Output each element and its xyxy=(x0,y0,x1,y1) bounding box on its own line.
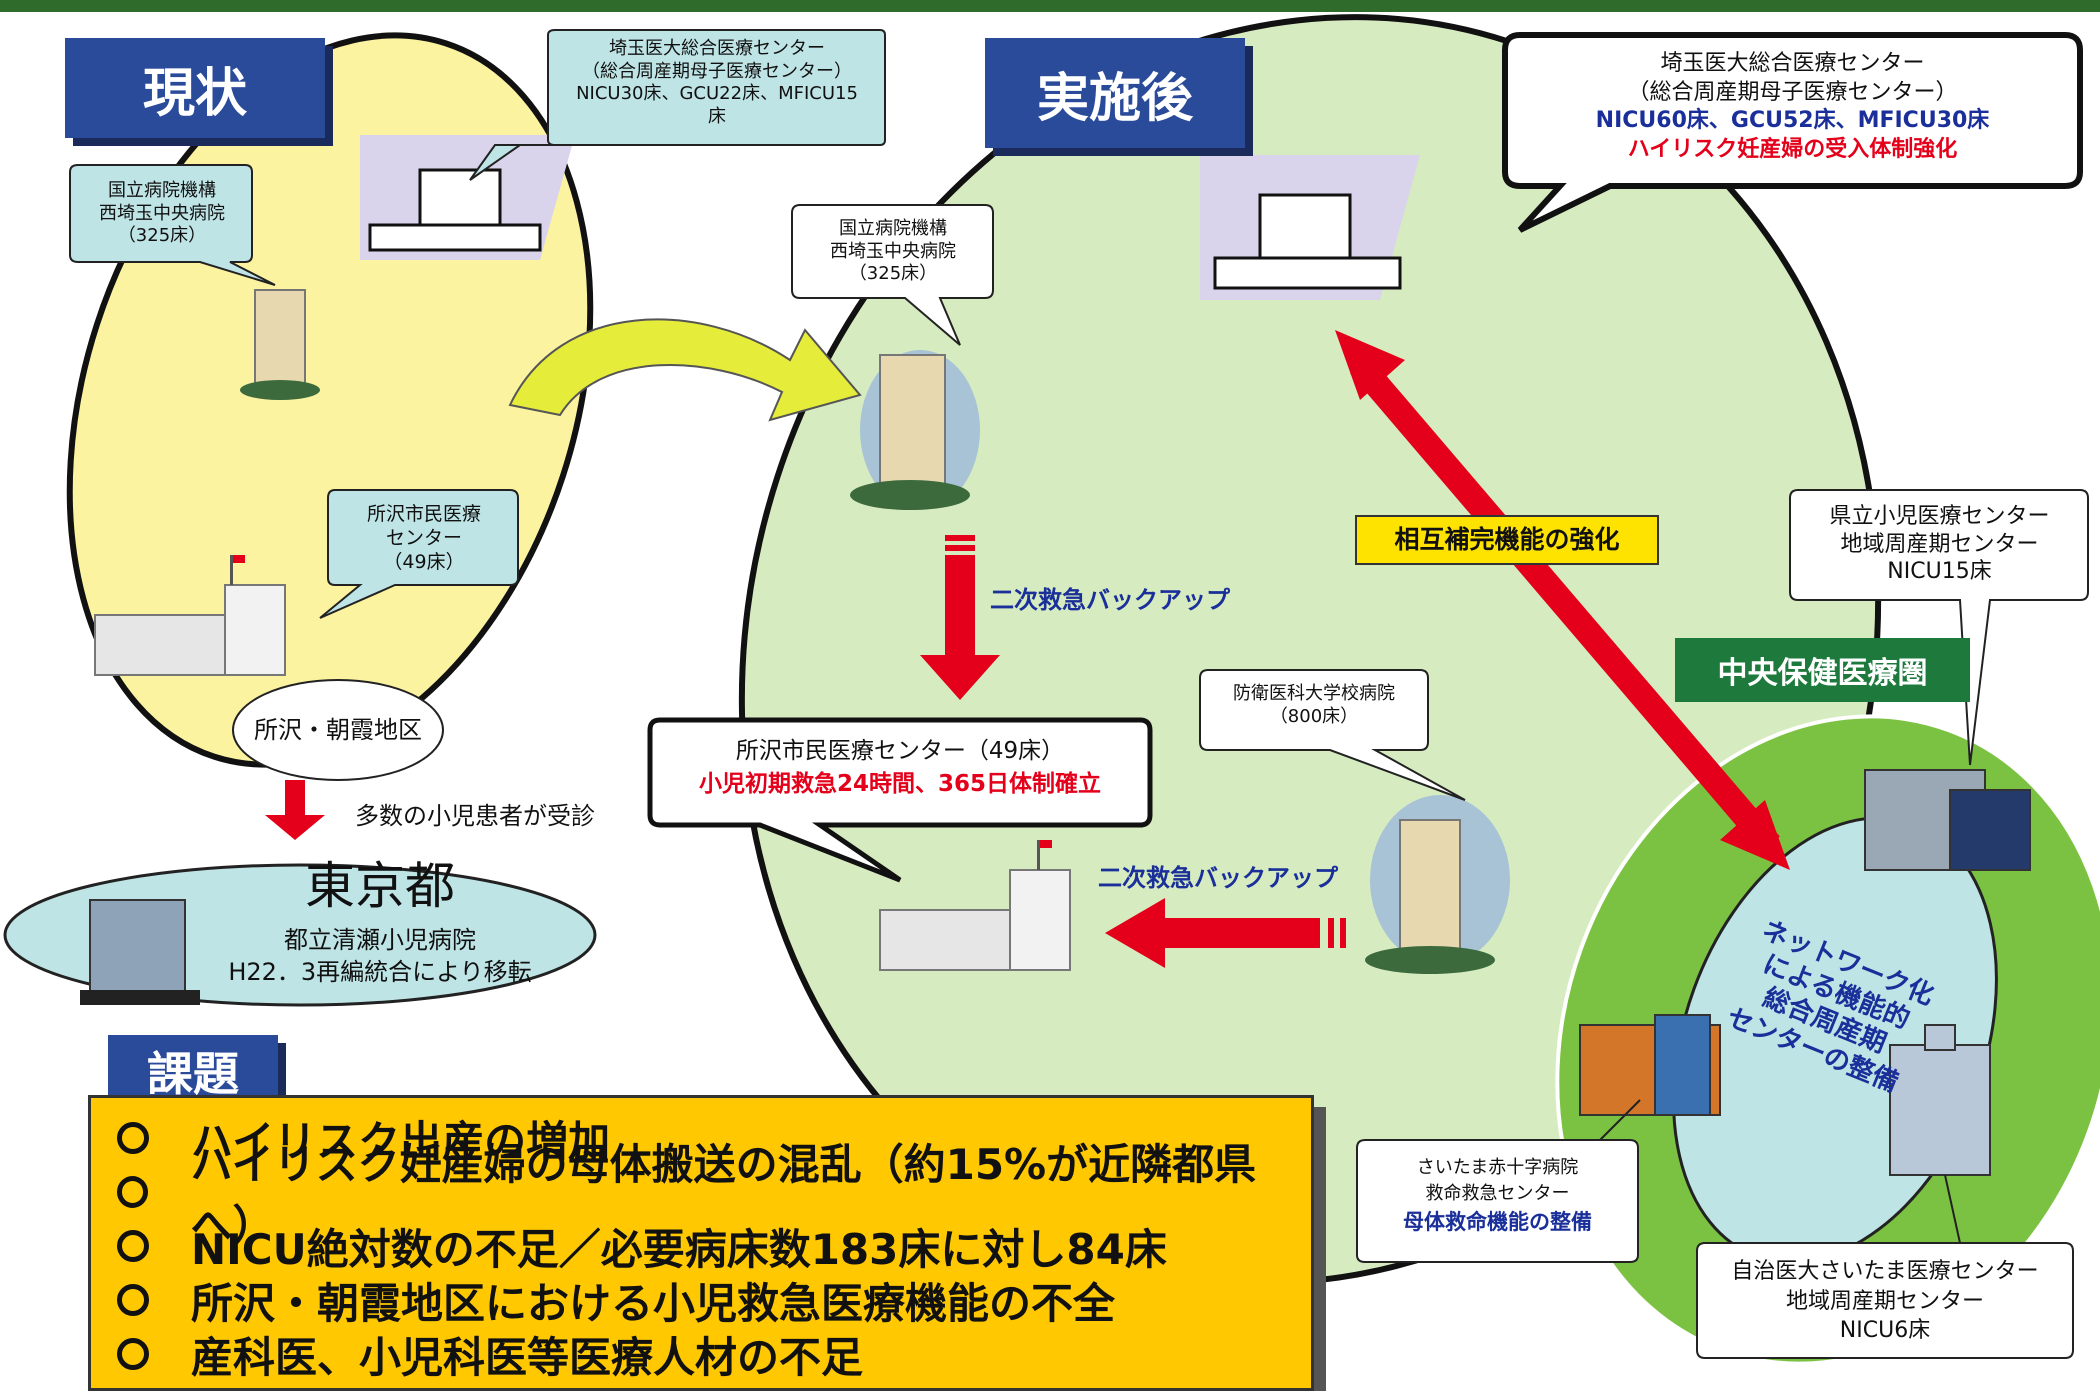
highlight-line: 小児初期救急24時間、365日体制確立 xyxy=(698,771,1102,798)
kadai-item-text: NICU絶対数の不足／必要病床数183床に対し84床 xyxy=(191,1224,1167,1274)
callout-line: 所沢市民医療センター（49床） xyxy=(735,738,1065,764)
kadai-item: 所沢・朝霞地区における小児救急医療機能の不全 xyxy=(91,1273,1311,1328)
sekijuji-building xyxy=(1579,1014,1721,1116)
callout-line: 国立病院機構 xyxy=(108,180,216,201)
kadai-item: ハイリスク出産の増加 xyxy=(91,1111,1311,1166)
genjo-title: 現状 xyxy=(65,38,325,138)
mutual-label: 相互補完機能の強化 xyxy=(1355,515,1659,565)
kenritsu-text: 県立小児医療センター 地域周産期センター NICU15床 xyxy=(1792,503,2087,586)
tokorozawa-building-jisshigo xyxy=(879,840,1071,971)
circle-bullet-icon xyxy=(117,1122,149,1154)
kadai-item-text: 産科医、小児科医等医療人材の不足 xyxy=(191,1332,864,1382)
callout-line: 救命救急センター xyxy=(1425,1183,1570,1205)
mutual-arrow-shaft xyxy=(1350,356,1780,854)
circle-bullet-icon xyxy=(117,1230,149,1262)
kenritsu-building xyxy=(1864,769,2031,871)
circle-bullet-icon xyxy=(117,1284,149,1316)
callout-line: さいたま赤十字病院 xyxy=(1416,1157,1579,1178)
top-rule xyxy=(0,0,2100,12)
patients-note: 多数の小児患者が受診 xyxy=(355,802,595,830)
callout-line: NICU15床 xyxy=(1887,559,1992,584)
highlight-line: ハイリスク妊産婦の受入体制強化 xyxy=(1627,136,1958,162)
kadai-item: NICU絶対数の不足／必要病床数183床に対し84床 xyxy=(91,1219,1311,1274)
tokyo-line1: 都立清瀬小児病院 xyxy=(284,926,476,954)
kadai-item: ハイリスク妊産婦の母体搬送の混乱（約15%が近隣都県へ） xyxy=(91,1140,1311,1250)
callout-line: 国立病院機構 xyxy=(839,218,947,239)
jisshigo-tokorozawa-text: 所沢市民医療センター（49床） 小児初期救急24時間、365日体制確立 xyxy=(655,735,1145,802)
callout-line: 防衛医科大学校病院 xyxy=(1233,683,1395,704)
callout-line: 西埼玉中央病院 xyxy=(830,240,956,262)
patients-to-tokyo-arrow xyxy=(265,780,325,840)
genjo-nishisaitama-text: 国立病院機構 西埼玉中央病院 （325床） xyxy=(72,180,252,248)
jisshigo-saitama-center-text: 埼玉医大総合医療センター （総合周産期母子医療センター） NICU60床、GCU… xyxy=(1510,50,2075,164)
saitama-center-building-jisshigo xyxy=(1200,155,1420,300)
tokorozawa-building-genjo xyxy=(94,555,286,676)
callout-line: （325床） xyxy=(117,225,207,246)
callout-line: 地域周産期センター xyxy=(1785,1288,1984,1314)
callout-line: （800床） xyxy=(1269,705,1359,727)
callout-line: センター xyxy=(385,526,462,549)
kadai-item-text: 所沢・朝霞地区における小児救急医療機能の不全 xyxy=(191,1278,1116,1328)
callout-line: （総合周産期母子医療センター） xyxy=(582,60,852,82)
callout-line: （325床） xyxy=(848,263,938,284)
callout-line: 西埼玉中央病院 xyxy=(99,202,225,224)
boei-tower xyxy=(1365,795,1510,974)
circle-bullet-icon xyxy=(117,1176,149,1208)
callout-line: 地域周産期センター xyxy=(1840,531,2039,557)
boei-text: 防衛医科大学校病院 （800床） xyxy=(1200,683,1428,728)
sekijuji-text: さいたま赤十字病院 救命救急センター 母体救命機能の整備 xyxy=(1360,1155,1635,1238)
backup-label-2: 二次救急バックアップ xyxy=(1098,864,1338,892)
genjo-tokorozawa-text: 所沢市民医療 センター （49床） xyxy=(330,503,518,574)
transition-arrow xyxy=(508,318,862,422)
callout-line: NICU6床 xyxy=(1839,1318,1931,1344)
jichi-text: 自治医大さいたま医療センター 地域周産期センター NICU6床 xyxy=(1700,1257,2070,1346)
saitama-center-building-genjo xyxy=(360,135,575,260)
mutual-arrow-head-down xyxy=(1720,800,1790,870)
nishisaitama-tower-genjo xyxy=(240,289,320,400)
kadai-item: 産科医、小児科医等医療人材の不足 xyxy=(91,1327,1311,1382)
jichi-building xyxy=(1889,1024,1991,1176)
callout-line: NICU30床、GCU22床、MFICU15 xyxy=(576,83,858,104)
callout-line: 埼玉医大総合医療センター xyxy=(609,38,825,59)
callout-line: 自治医大さいたま医療センター xyxy=(1731,1259,2039,1284)
kadai-list: ハイリスク出産の増加 ハイリスク妊産婦の母体搬送の混乱（約15%が近隣都県へ） … xyxy=(88,1095,1314,1391)
callout-line: 埼玉医大総合医療センター xyxy=(1660,51,1925,76)
callout-line: 県立小児医療センター xyxy=(1829,504,2050,529)
bed-count-line: NICU60床、GCU52床、MFICU30床 xyxy=(1595,108,1990,134)
callout-line: 所沢市民医療 xyxy=(366,503,481,525)
kiyose-hospital-building xyxy=(80,899,200,1005)
highlight-line: 母体救命機能の整備 xyxy=(1403,1210,1592,1235)
central-zone-label: 中央保健医療圏 xyxy=(1675,638,1970,702)
genjo-saitama-center-text: 埼玉医大総合医療センター （総合周産期母子医療センター） NICU30床、GCU… xyxy=(552,38,882,128)
jisshigo-title: 実施後 xyxy=(985,38,1245,148)
tokyo-line2: H22．3再編統合により移転 xyxy=(228,958,532,986)
tokyo-name: 東京都 xyxy=(305,857,455,915)
backup-label-1: 二次救急バックアップ xyxy=(990,586,1230,614)
nishisaitama-tower-jisshigo xyxy=(850,350,980,510)
backup-arrow-left xyxy=(1105,898,1320,968)
callout-line: （総合周産期母子医療センター） xyxy=(1627,79,1958,105)
callout-line: （49床） xyxy=(383,550,465,573)
jisshigo-nishisaitama-text: 国立病院機構 西埼玉中央病院 （325床） xyxy=(795,218,991,286)
callout-line: 床 xyxy=(708,105,726,127)
mutual-arrow-head-up xyxy=(1335,330,1405,400)
circle-bullet-icon xyxy=(117,1338,149,1370)
kadai-item-text: ハイリスク出産の増加 xyxy=(191,1116,611,1166)
area-label: 所沢・朝霞地区 xyxy=(254,716,422,744)
kadai-item-text: ハイリスク妊産婦の母体搬送の混乱（約15%が近隣都県へ） xyxy=(190,1140,1257,1250)
backup-arrow-down xyxy=(920,555,1000,700)
